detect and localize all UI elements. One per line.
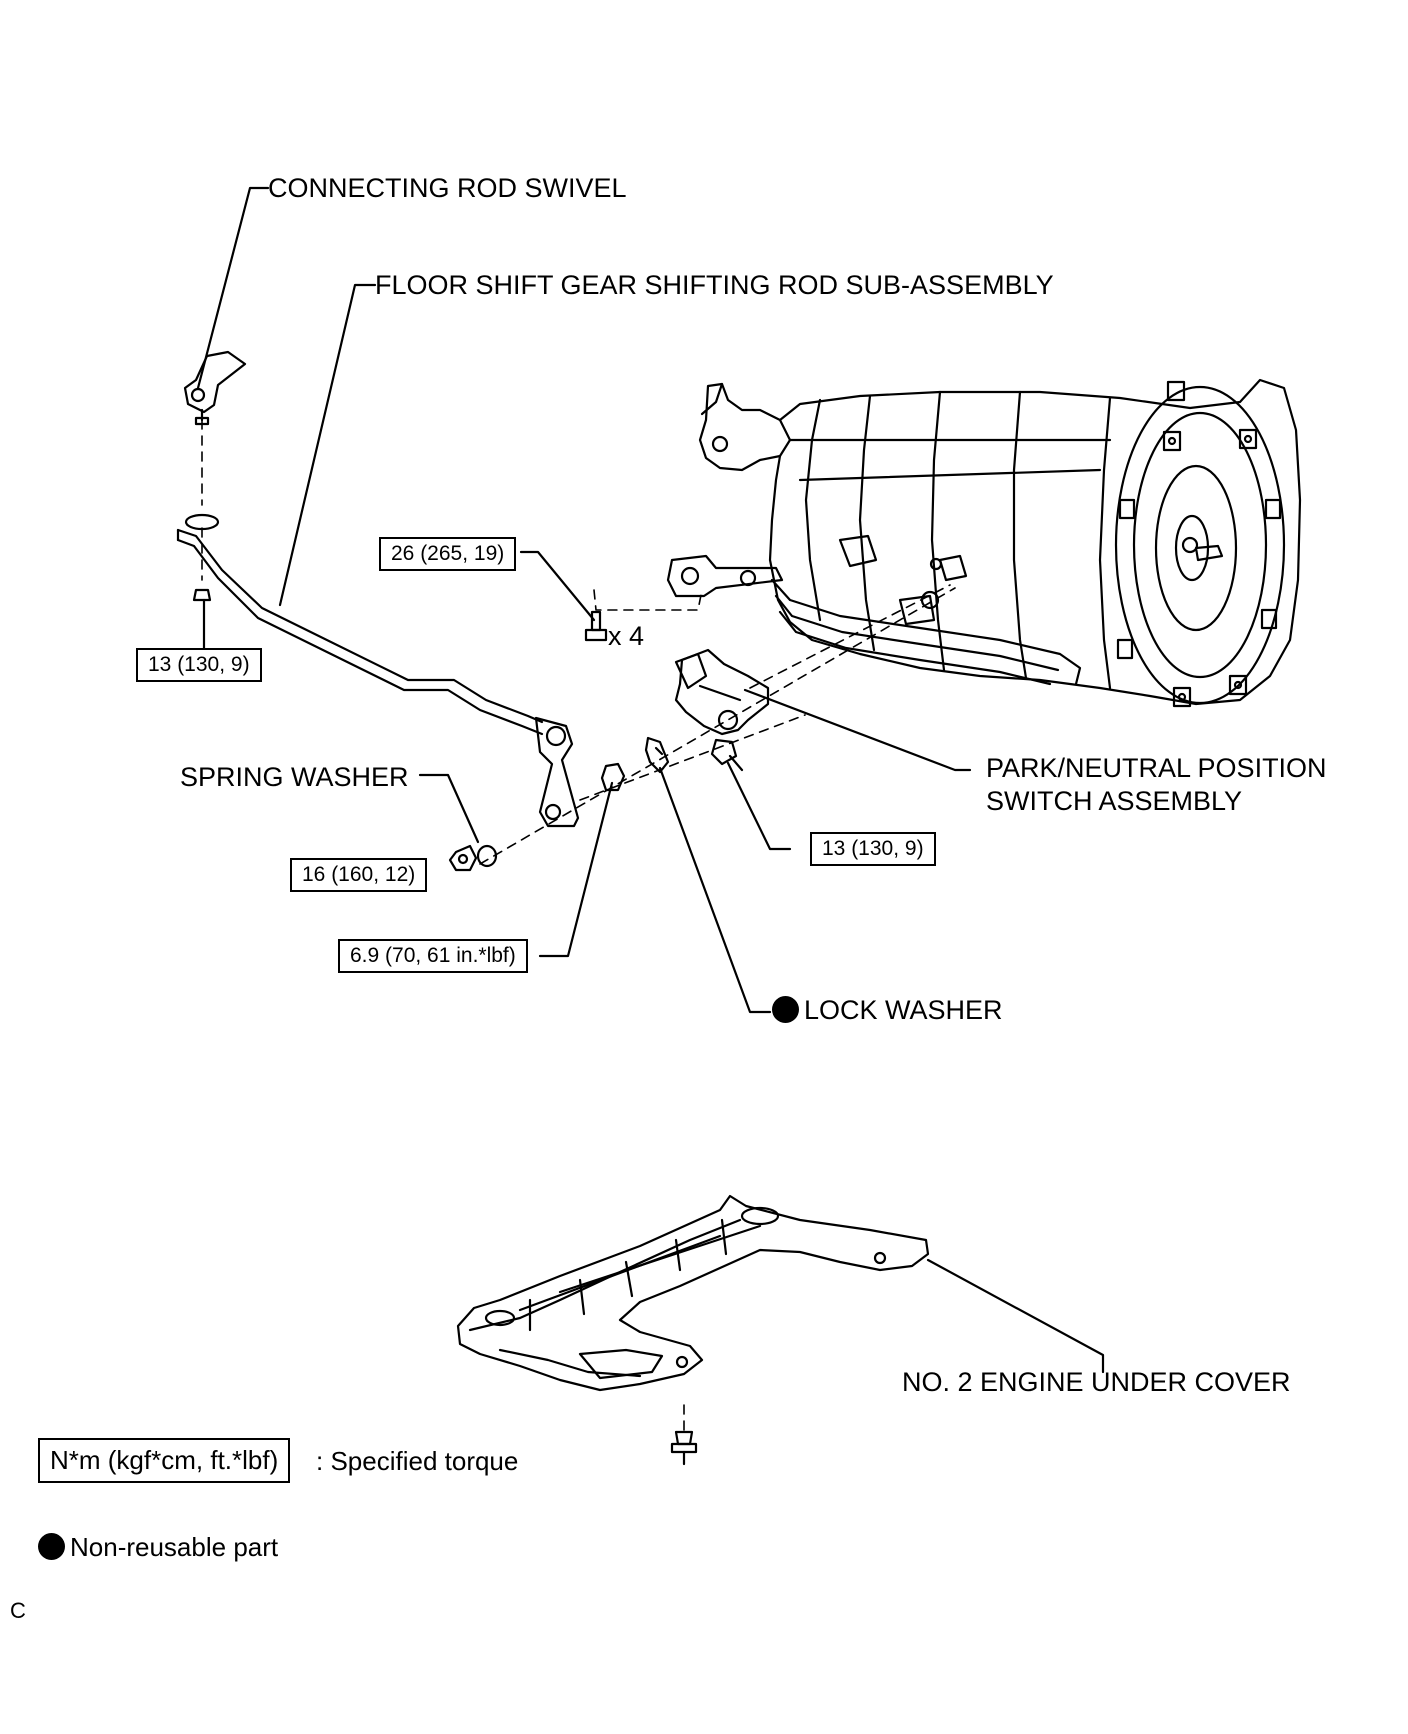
leader-lines <box>196 186 1105 1374</box>
torque-box-13-left: 13 (130, 9) <box>136 648 262 683</box>
label-spring-washer: SPRING WASHER <box>180 762 409 792</box>
label-pnp-switch-line1: PARK/NEUTRAL POSITION <box>986 753 1327 783</box>
label-lock-washer: LOCK WASHER <box>772 994 1003 1026</box>
connecting-rod-swivel-part <box>183 350 247 426</box>
torque-box-26: 26 (265, 19) <box>379 537 517 572</box>
legend-nonreusable-text: Non-reusable part <box>70 1532 279 1562</box>
fasteners <box>448 610 744 1466</box>
dashed-lines <box>201 419 956 1431</box>
under-cover-part <box>456 1194 930 1392</box>
pnp-switch-part <box>674 648 770 736</box>
label-connecting-rod-swivel: CONNECTING ROD SWIVEL <box>268 173 627 203</box>
corner-mark: C <box>10 1598 26 1623</box>
label-bolt-quantity: x 4 <box>608 621 645 651</box>
label-under-cover: NO. 2 ENGINE UNDER COVER <box>902 1367 1291 1397</box>
non-reusable-dot-icon <box>772 996 799 1023</box>
label-pnp-switch-line2: SWITCH ASSEMBLY <box>986 786 1243 816</box>
legend-dot-icon <box>38 1533 65 1560</box>
legend-torque-text: : Specified torque <box>316 1446 519 1476</box>
transmission-part <box>666 378 1302 708</box>
torque-box-13-right: 13 (130, 9) <box>810 832 936 867</box>
torque-box-16: 16 (160, 12) <box>290 858 428 893</box>
lock-washer-text: LOCK WASHER <box>804 995 1003 1025</box>
label-floor-shift-rod: FLOOR SHIFT GEAR SHIFTING ROD SUB-ASSEMB… <box>375 270 1054 300</box>
floor-shift-rod-part <box>176 513 580 828</box>
legend-torque-box: N*m (kgf*cm, ft.*lbf) <box>38 1438 291 1483</box>
legend-nonreusable: Non-reusable part <box>38 1532 278 1563</box>
torque-box-6-9: 6.9 (70, 61 in.*lbf) <box>338 939 528 974</box>
